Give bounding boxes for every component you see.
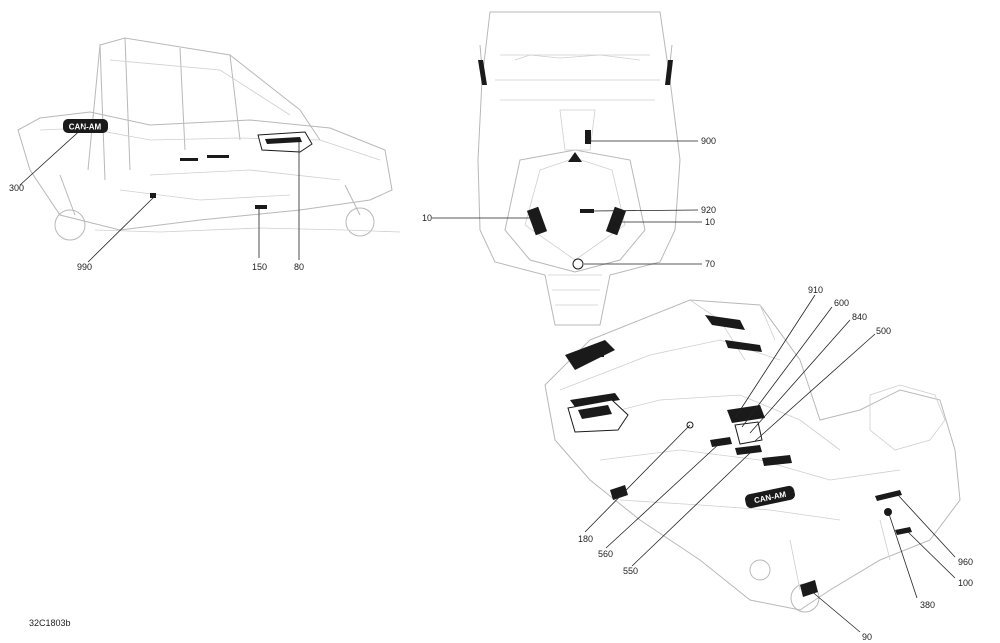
callout-100: 100 xyxy=(958,578,973,588)
top-view-decals xyxy=(478,60,673,270)
callout-380: 380 xyxy=(920,600,935,610)
top-view-leaders xyxy=(432,140,702,265)
callout-910: 910 xyxy=(808,285,823,295)
top-hood-decal-right xyxy=(605,206,627,236)
top-cluster-decal xyxy=(585,130,591,144)
iso-hood-decal-upper xyxy=(705,315,745,330)
side-warning-decal xyxy=(150,193,156,198)
callout-500: 500 xyxy=(876,326,891,336)
figure-code-label: 32C1803b xyxy=(29,618,71,628)
side-view-decals: CAN-AM xyxy=(63,119,313,209)
top-hood-badge xyxy=(568,152,582,162)
iso-brand-decal xyxy=(745,485,795,509)
iso-cap-decal xyxy=(884,508,892,516)
top-view-vehicle-drawing xyxy=(477,11,681,326)
iso-view-leaders xyxy=(584,294,956,633)
callout-550: 550 xyxy=(623,566,638,576)
top-mirror-right xyxy=(665,60,673,85)
top-center-decal xyxy=(580,209,594,213)
side-view-leaders xyxy=(19,125,300,263)
side-brand-decal-text: CAN-AM xyxy=(69,123,102,132)
iso-console-panel xyxy=(734,421,763,445)
callout-10-left: 10 xyxy=(422,213,432,223)
side-view-callouts: 300 990 150 80 xyxy=(9,183,304,272)
callout-180: 180 xyxy=(578,534,593,544)
callout-560: 560 xyxy=(598,549,613,559)
callout-70: 70 xyxy=(705,259,715,269)
side-stripe-decal xyxy=(180,158,198,161)
callout-900: 900 xyxy=(701,136,716,146)
callout-840: 840 xyxy=(852,312,867,322)
iso-rear-decal xyxy=(875,490,902,501)
iso-front-warning-decal xyxy=(610,485,628,500)
callout-90: 90 xyxy=(862,632,872,642)
iso-hood-badge xyxy=(588,350,604,357)
iso-seat-decal-1 xyxy=(710,437,732,447)
callout-920: 920 xyxy=(701,205,716,215)
iso-hood-decal-lower xyxy=(725,340,762,352)
callout-960: 960 xyxy=(958,557,973,567)
iso-seat-decal-2 xyxy=(735,445,762,455)
top-front-logo xyxy=(572,258,584,270)
callout-80: 80 xyxy=(294,262,304,272)
side-view-vehicle-drawing xyxy=(17,37,401,241)
side-stripe-decal-2 xyxy=(207,155,229,158)
callout-10-right: 10 xyxy=(705,217,715,227)
iso-seat-decal-3 xyxy=(762,455,792,466)
side-small-decal xyxy=(255,205,267,209)
side-model-decal-mark xyxy=(265,137,302,144)
iso-model-decal-mark xyxy=(578,405,612,419)
top-view-callouts: 900 10 920 10 70 xyxy=(422,136,716,269)
callout-600: 600 xyxy=(834,298,849,308)
top-hood-decal-left xyxy=(526,206,548,236)
iso-view-callouts: 910 600 840 500 180 560 550 960 100 380 … xyxy=(578,285,973,642)
iso-fender-decal xyxy=(895,527,912,535)
side-brand-decal xyxy=(63,119,108,133)
callout-990: 990 xyxy=(77,262,92,272)
iso-dash-stripe xyxy=(570,393,620,407)
iso-console-decal xyxy=(727,405,765,423)
iso-view-decals: CAN-AM xyxy=(565,315,912,597)
callout-150: 150 xyxy=(252,262,267,272)
top-mirror-left xyxy=(478,60,487,85)
callout-300: 300 xyxy=(9,183,24,193)
